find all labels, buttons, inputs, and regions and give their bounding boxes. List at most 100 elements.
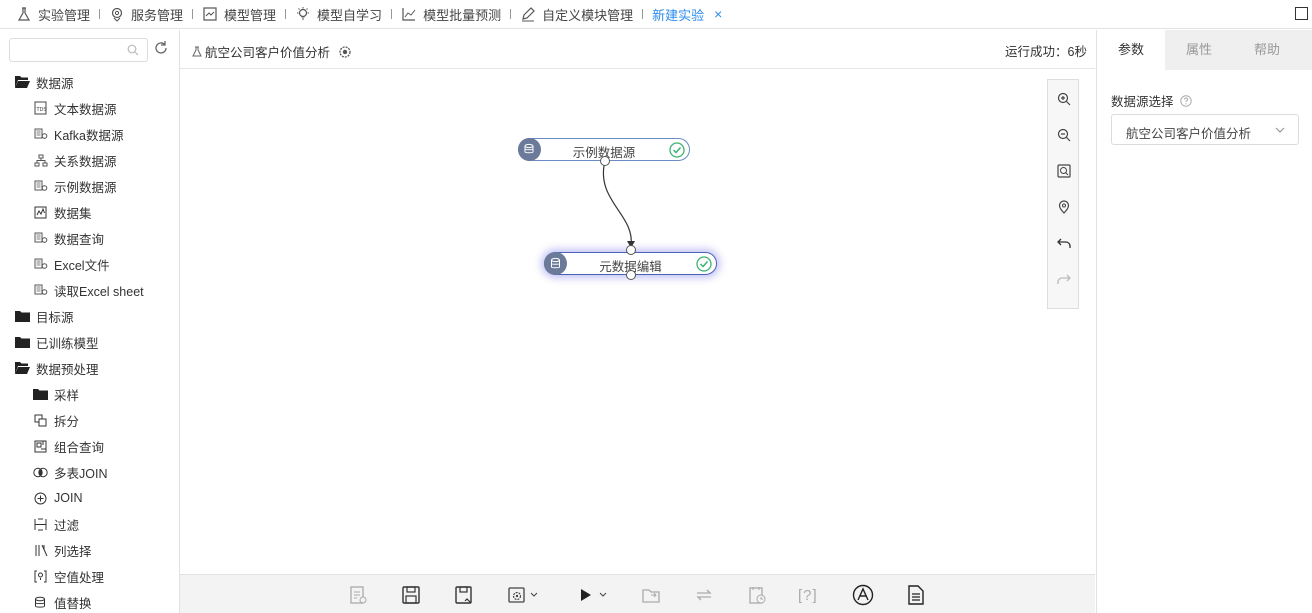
run-icon xyxy=(581,589,591,601)
select-value: 航空公司客户价值分析 xyxy=(1126,127,1252,141)
tree-item[interactable]: 读取Excel sheet xyxy=(0,277,179,303)
null-handle-icon xyxy=(33,569,48,583)
param-label-text: 数据源选择 xyxy=(1111,95,1174,109)
schedule-icon[interactable] xyxy=(747,585,767,605)
tree-item[interactable]: Kafka数据源 xyxy=(0,121,179,147)
multijoin-icon xyxy=(33,465,48,479)
nav-model-batch-predict[interactable]: 模型批量预测 xyxy=(401,0,501,29)
question-icon[interactable] xyxy=(1179,94,1192,107)
nav-experiment-management[interactable]: 实验管理 xyxy=(16,0,90,29)
flask-icon xyxy=(17,7,31,21)
folder-open-icon xyxy=(15,361,30,375)
tree-item[interactable]: JOIN xyxy=(0,485,179,511)
tab-params[interactable]: 参数 xyxy=(1097,30,1165,70)
nav-label: 实验管理 xyxy=(38,7,91,23)
export-icon[interactable] xyxy=(641,585,661,605)
node-label: 示例数据源 xyxy=(572,146,636,160)
tab-label: 新建实验 xyxy=(652,7,705,23)
tree-item-label: 关系数据源 xyxy=(54,154,117,169)
chevron-down-icon xyxy=(530,592,538,597)
tree-item[interactable]: 过滤 xyxy=(0,511,179,537)
edit-icon xyxy=(522,7,535,22)
db-source-icon xyxy=(33,283,48,297)
tab-properties[interactable]: 属性 xyxy=(1185,42,1212,57)
split-icon xyxy=(33,413,48,427)
folder-icon xyxy=(15,309,30,323)
fit-icon[interactable] xyxy=(1055,162,1073,180)
tree-item[interactable]: 数据预处理 xyxy=(0,355,179,381)
search-icon xyxy=(127,44,139,56)
column-select-icon xyxy=(33,543,48,557)
tree-item[interactable]: Excel文件 xyxy=(0,251,179,277)
tree-item[interactable]: 多表JOIN xyxy=(0,459,179,485)
nav-label: 模型自学习 xyxy=(317,7,383,23)
experiment-canvas[interactable]: 航空公司客户价值分析 运行成功：6秒 示例数据源 元数据编辑 xyxy=(180,30,1095,613)
nav-separator xyxy=(391,9,393,19)
tree-item-label: 列选择 xyxy=(54,544,92,559)
bulb-icon xyxy=(297,7,310,20)
save-icon[interactable] xyxy=(401,585,421,605)
check-circle-icon xyxy=(669,142,685,158)
tab-help[interactable]: 帮助 xyxy=(1253,42,1280,57)
tree-item-label: 数据预处理 xyxy=(36,362,99,377)
nav-model-management[interactable]: 模型管理 xyxy=(202,0,276,29)
tree-item[interactable]: 拆分 xyxy=(0,407,179,433)
auto-layout-icon[interactable] xyxy=(852,584,874,606)
output-port[interactable] xyxy=(626,270,636,280)
tab-new-experiment[interactable]: 新建实验 × xyxy=(652,0,722,29)
nav-custom-module-management[interactable]: 自定义模块管理 xyxy=(520,0,633,29)
properties-panel: » 参数 属性 帮助 数据源选择 航空公司客户价值分析 xyxy=(1096,30,1312,613)
chevron-down-icon xyxy=(599,592,607,597)
tree-item-label: JOIN xyxy=(54,491,83,505)
document-icon[interactable] xyxy=(907,585,925,605)
save-as-icon[interactable] xyxy=(454,585,474,605)
locate-icon[interactable] xyxy=(1055,198,1073,216)
folder-open-icon xyxy=(15,75,30,89)
sync-icon[interactable] xyxy=(694,585,714,605)
settings-icon xyxy=(508,587,525,603)
nav-model-self-learning[interactable]: 模型自学习 xyxy=(295,0,382,29)
run-dropdown[interactable] xyxy=(580,585,607,605)
tree-item[interactable]: 数据源 xyxy=(0,69,179,95)
input-port[interactable] xyxy=(626,245,636,255)
tree-item[interactable]: 采样 xyxy=(0,381,179,407)
zoom-in-icon[interactable] xyxy=(1055,90,1073,108)
search-input[interactable] xyxy=(9,38,148,62)
settings-dropdown[interactable] xyxy=(507,585,538,605)
tree-item[interactable]: 列选择 xyxy=(0,537,179,563)
db-source-icon xyxy=(33,231,48,245)
tree-item-label: 拆分 xyxy=(54,414,80,429)
output-port[interactable] xyxy=(600,156,610,166)
tree-item[interactable]: 目标源 xyxy=(0,303,179,329)
redo-icon[interactable] xyxy=(1055,270,1073,288)
run-status: 运行成功：6秒 xyxy=(1005,45,1087,59)
tree-item[interactable]: 组合查询 xyxy=(0,433,179,459)
datasource-select[interactable]: 航空公司客户价值分析 xyxy=(1111,114,1299,145)
log-icon[interactable] xyxy=(348,585,368,605)
refresh-icon[interactable] xyxy=(153,40,169,56)
nav-service-management[interactable]: 服务管理 xyxy=(109,0,183,29)
tree-item-label: Kafka数据源 xyxy=(54,128,124,143)
zoom-out-icon[interactable] xyxy=(1055,126,1073,144)
undo-icon[interactable] xyxy=(1055,234,1073,252)
panel-tabs: » 参数 属性 帮助 xyxy=(1097,30,1312,70)
tree-item-label: 数据源 xyxy=(36,76,74,91)
tree-item[interactable]: 示例数据源 xyxy=(0,173,179,199)
help-icon[interactable]: [?] xyxy=(798,586,818,604)
tree-item[interactable]: 数据集 xyxy=(0,199,179,225)
nav-separator xyxy=(642,9,644,19)
settings-icon[interactable] xyxy=(338,45,352,59)
tree-item[interactable]: 数据查询 xyxy=(0,225,179,251)
tree-item[interactable]: 关系数据源 xyxy=(0,147,179,173)
tree-item-label: Excel文件 xyxy=(54,258,110,273)
tree-item[interactable]: 值替换 xyxy=(0,589,179,613)
tree-item[interactable]: 已训练模型 xyxy=(0,329,179,355)
nav-separator xyxy=(99,9,101,19)
model-icon xyxy=(203,7,217,21)
close-icon[interactable]: × xyxy=(714,6,723,22)
maximize-icon[interactable] xyxy=(1295,7,1308,20)
tree-item[interactable]: 空值处理 xyxy=(0,563,179,589)
flask-icon xyxy=(192,46,202,57)
